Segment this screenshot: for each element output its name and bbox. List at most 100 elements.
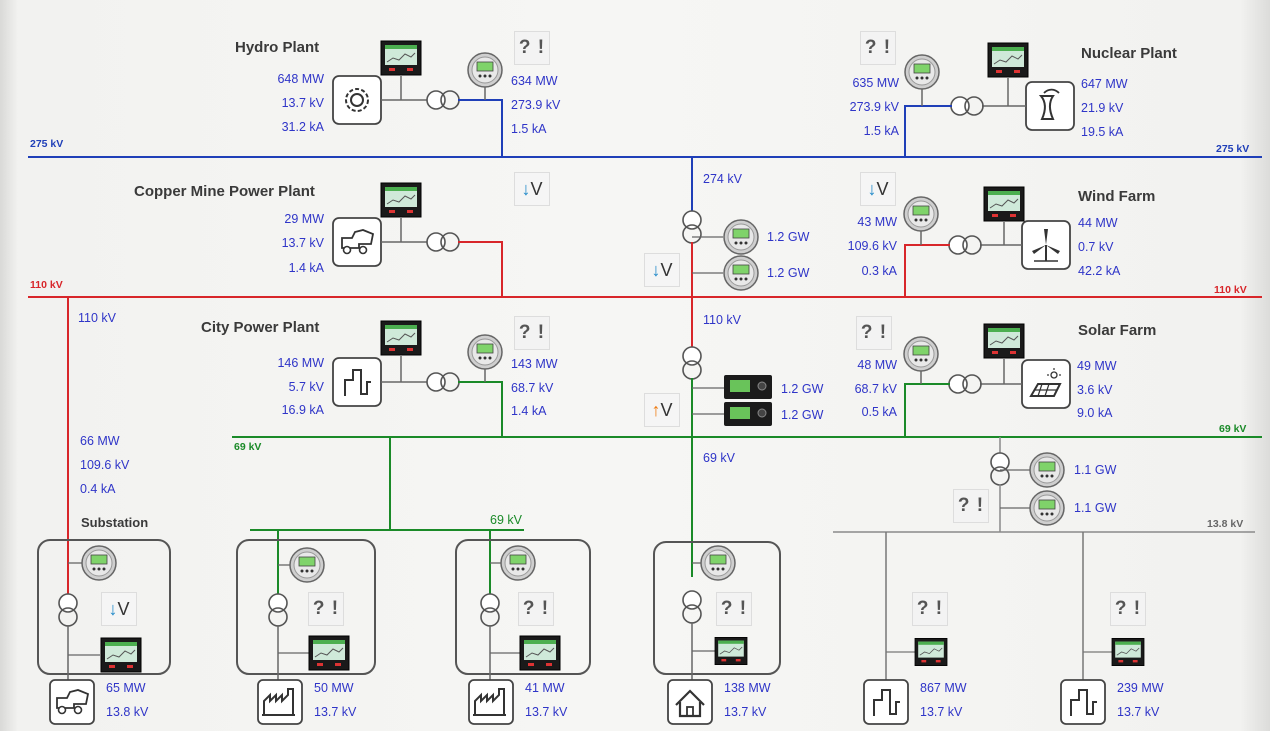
factory-2-mw: 41 MW — [525, 681, 565, 695]
tie-13-meter-1[interactable] — [1029, 452, 1065, 488]
volt-status-tie-lower[interactable]: ↑V — [644, 393, 680, 427]
tie-13-unknown-status[interactable]: ? ! — [953, 489, 989, 523]
volt-status-tie-upper[interactable]: ↓V — [644, 253, 680, 287]
house-load-box[interactable] — [667, 679, 713, 725]
nuclear-monitor[interactable] — [987, 42, 1029, 78]
hydro-monitor[interactable] — [380, 40, 422, 76]
copper-monitor[interactable] — [380, 182, 422, 218]
load-2-mw: 239 MW — [1117, 681, 1164, 695]
volt-status-upper[interactable]: ↓V — [514, 172, 550, 206]
factory-2-meter[interactable] — [500, 545, 536, 581]
tie-upper-meter-1[interactable] — [723, 219, 759, 255]
factory-1-meter[interactable] — [289, 547, 325, 583]
wind-meter[interactable] — [903, 196, 939, 232]
substation-monitor[interactable] — [100, 637, 142, 673]
tie-lower-2: 1.2 GW — [781, 408, 824, 422]
house-bay — [653, 541, 781, 725]
feeder-mw: 66 MW — [80, 434, 120, 448]
factory-2-monitor[interactable] — [519, 635, 561, 671]
tie-lower-relay-2[interactable] — [724, 402, 772, 426]
city-title: City Power Plant — [201, 319, 320, 336]
factory-1-monitor[interactable] — [308, 635, 350, 671]
city-monitor[interactable] — [380, 320, 422, 356]
nuclear-gen-mw: 647 MW — [1081, 77, 1128, 91]
house-unknown-status[interactable]: ? ! — [716, 592, 752, 626]
solar-gen-ka: 9.0 kA — [1077, 406, 1113, 420]
tie-upper-meter-2[interactable] — [723, 255, 759, 291]
nuclear-meter[interactable] — [904, 54, 940, 90]
factory-1-mw: 50 MW — [314, 681, 354, 695]
nuclear-out-ka: 1.5 kA — [863, 124, 899, 138]
wind-gen-mw: 44 MW — [1078, 216, 1118, 230]
load-1-load-box[interactable] — [863, 679, 909, 725]
solar-meter[interactable] — [903, 336, 939, 372]
hydro-gen-ka: 31.2 kA — [281, 120, 324, 134]
tie-lower-relay-1[interactable] — [724, 375, 772, 399]
cooling-tower-icon — [1038, 88, 1060, 120]
wind-monitor[interactable] — [983, 186, 1025, 222]
bus-label-69-sub: 69 kV — [490, 513, 522, 527]
city-out-kv: 68.7 kV — [511, 381, 554, 395]
hydro-unknown-status[interactable]: ? ! — [514, 31, 550, 65]
hydro-meter[interactable] — [467, 52, 503, 88]
factory-1-load-box[interactable] — [257, 679, 303, 725]
load-1-unknown-status[interactable]: ? ! — [912, 592, 948, 626]
city-plant-group — [332, 320, 503, 437]
wind-turbine-icon — [1032, 229, 1060, 262]
tap-label-69-mid: 69 kV — [703, 451, 735, 465]
wind-out-mw: 43 MW — [857, 215, 897, 229]
load-1-mw: 867 MW — [920, 681, 967, 695]
tap-label-110-mid: 110 kV — [703, 313, 741, 327]
nuclear-unknown-status[interactable]: ? ! — [860, 31, 896, 65]
copper-generator[interactable] — [332, 217, 382, 267]
factory-1-bay — [236, 539, 376, 725]
load-1-bay — [863, 532, 948, 725]
factory-2-transformer — [480, 593, 500, 627]
city-unknown-status[interactable]: ? ! — [514, 316, 550, 350]
copper-gen-mw: 29 MW — [284, 212, 324, 226]
bus-label-13: 13.8 kV — [1207, 518, 1244, 530]
city-transformer — [426, 372, 460, 392]
tie-upper-1: 1.2 GW — [767, 230, 810, 244]
arrow-up-icon: ↑ — [651, 400, 661, 420]
solar-unknown-status[interactable]: ? ! — [856, 316, 892, 350]
tie-13-meter-2[interactable] — [1029, 490, 1065, 526]
substation-meter[interactable] — [81, 545, 117, 581]
volt-status-substation[interactable]: ↓V — [101, 592, 137, 626]
copper-gen-kv: 13.7 kV — [281, 236, 324, 250]
hydro-out-kv: 273.9 kV — [511, 98, 561, 112]
solar-monitor[interactable] — [983, 323, 1025, 359]
tie-13-1: 1.1 GW — [1074, 463, 1117, 477]
load-2-monitor[interactable] — [1111, 638, 1145, 666]
factory-1-kv: 13.7 kV — [314, 705, 357, 719]
load-2-load-box[interactable] — [1060, 679, 1106, 725]
solar-title: Solar Farm — [1078, 322, 1157, 339]
solar-panel-icon — [1029, 368, 1062, 397]
factory-1-unknown-status[interactable]: ? ! — [308, 592, 344, 626]
solar-farm-group — [903, 323, 1071, 437]
bus-label-69-left: 69 kV — [234, 441, 262, 453]
city-generator[interactable] — [332, 357, 382, 407]
copper-title: Copper Mine Power Plant — [134, 183, 315, 200]
factory-2-unknown-status[interactable]: ? ! — [518, 592, 554, 626]
city-gen-mw: 146 MW — [277, 356, 324, 370]
factory-2-load-box[interactable] — [468, 679, 514, 725]
house-monitor[interactable] — [714, 637, 748, 665]
volt-status-wind[interactable]: ↓V — [860, 172, 896, 206]
load-1-monitor[interactable] — [914, 638, 948, 666]
bus-label-110-left: 110 kV — [30, 279, 63, 291]
hydro-generator[interactable] — [332, 75, 382, 125]
house-meter[interactable] — [700, 545, 736, 581]
wind-gen-kv: 0.7 kV — [1078, 240, 1114, 254]
load-2-unknown-status[interactable]: ? ! — [1110, 592, 1146, 626]
central-tie-group — [682, 157, 772, 577]
copper-plant-group — [332, 182, 503, 297]
solar-gen-mw: 49 MW — [1077, 359, 1117, 373]
city-meter[interactable] — [467, 334, 503, 370]
wind-title: Wind Farm — [1078, 188, 1156, 205]
arrow-down-icon: ↓ — [108, 599, 118, 619]
tap-label-110-left: 110 kV — [78, 311, 116, 325]
hydro-out-ka: 1.5 kA — [511, 122, 547, 136]
